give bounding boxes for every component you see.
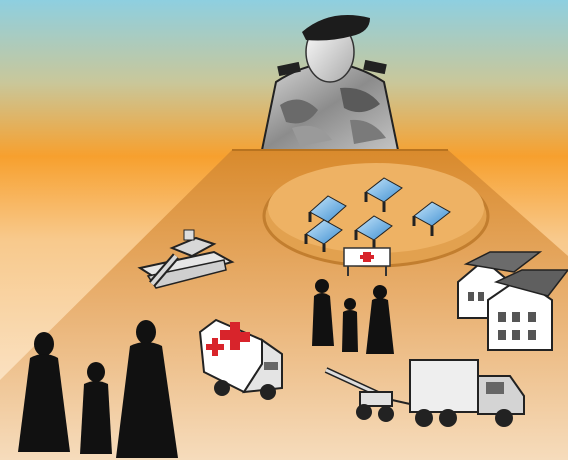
houses-icon xyxy=(457,251,568,351)
tank-icon xyxy=(137,229,235,289)
solar-panel-icon xyxy=(364,177,403,212)
solar-panel-icon xyxy=(412,201,451,236)
soldier-icon xyxy=(260,15,400,151)
solar-panel-icon xyxy=(304,219,343,252)
artillery-truck-icon xyxy=(324,359,525,427)
family-silhouette-icon xyxy=(18,320,178,458)
red-cross-sign-icon xyxy=(343,247,391,276)
solar-farm xyxy=(262,163,490,268)
ambulance-icon xyxy=(198,318,283,400)
solar-panel-icon xyxy=(354,215,393,248)
family-silhouette-icon xyxy=(312,279,394,354)
